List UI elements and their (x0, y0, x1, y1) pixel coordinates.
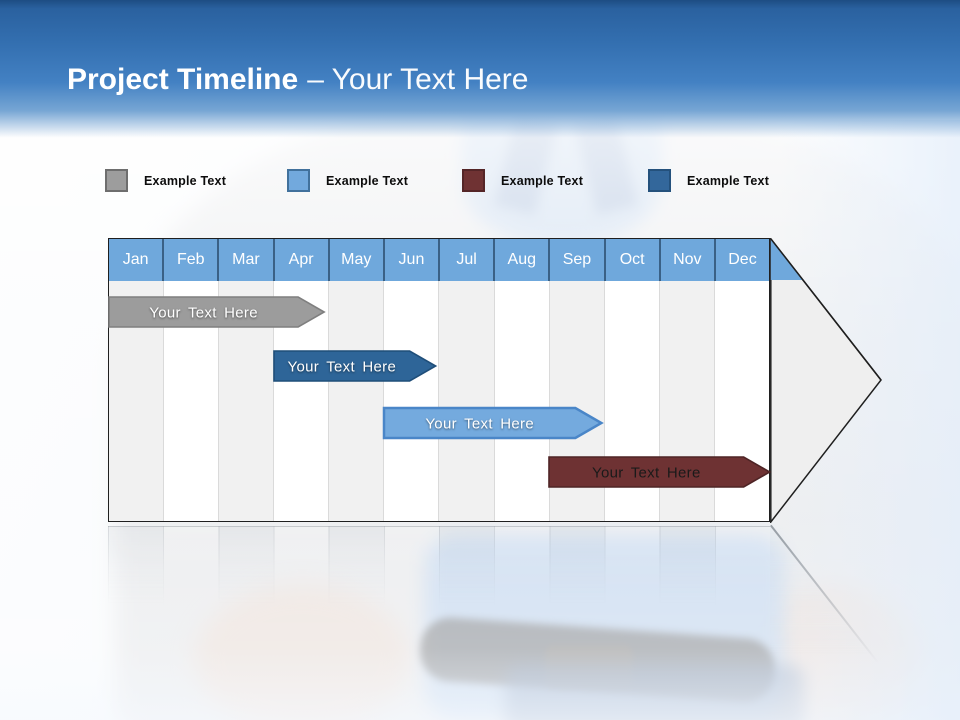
month-header-jan: Jan (109, 239, 163, 281)
month-column (493, 281, 549, 521)
month-header-apr: Apr (272, 239, 328, 281)
arrowhead-edge (770, 238, 882, 381)
month-header-jun: Jun (382, 239, 439, 281)
legend-item: Example Text (287, 169, 408, 192)
slide-title: Project Timeline– Your Text Here (67, 60, 528, 100)
month-header-aug: Aug (493, 239, 549, 281)
timeline-bar: Your Text Here (272, 350, 437, 382)
timeline-bar: Your Text Here (382, 406, 604, 440)
legend-label: Example Text (687, 173, 770, 188)
timeline-bar: Your Text Here (108, 296, 326, 328)
month-header-dec: Dec (713, 239, 770, 281)
timeline-bar-label: Your Text Here (149, 305, 258, 322)
timeline-bar-label: Your Text Here (425, 416, 534, 433)
legend-swatch (287, 169, 310, 192)
slide-title-sub: – Your Text Here (307, 63, 529, 96)
month-header-mar: Mar (217, 239, 273, 281)
legend-item: Example Text (105, 169, 226, 192)
legend-label: Example Text (501, 173, 584, 188)
month-column (328, 281, 384, 521)
legend-item: Example Text (648, 169, 769, 192)
month-header-feb: Feb (162, 239, 218, 281)
timeline-reflection (108, 526, 770, 609)
timeline-bar: Your Text Here (548, 456, 772, 488)
legend: Example Text Example Text Example Text E… (0, 0, 960, 210)
month-header-sep: Sep (548, 239, 604, 281)
timeline-arrowhead (770, 238, 882, 523)
slide-title-main: Project Timeline (67, 63, 299, 96)
legend-label: Example Text (326, 173, 409, 188)
legend-item: Example Text (462, 169, 583, 192)
month-column (383, 281, 439, 521)
legend-label: Example Text (144, 173, 227, 188)
month-header-may: May (327, 239, 383, 281)
timeline-bar-label: Your Text Here (287, 359, 396, 376)
legend-swatch (648, 169, 671, 192)
legend-swatch (105, 169, 128, 192)
month-header-jul: Jul (438, 239, 494, 281)
title-band (0, 0, 960, 142)
timeline-bar-label: Your Text Here (592, 465, 701, 482)
legend-swatch (462, 169, 485, 192)
month-column (438, 281, 494, 521)
month-header-nov: Nov (658, 239, 714, 281)
month-header-oct: Oct (603, 239, 659, 281)
